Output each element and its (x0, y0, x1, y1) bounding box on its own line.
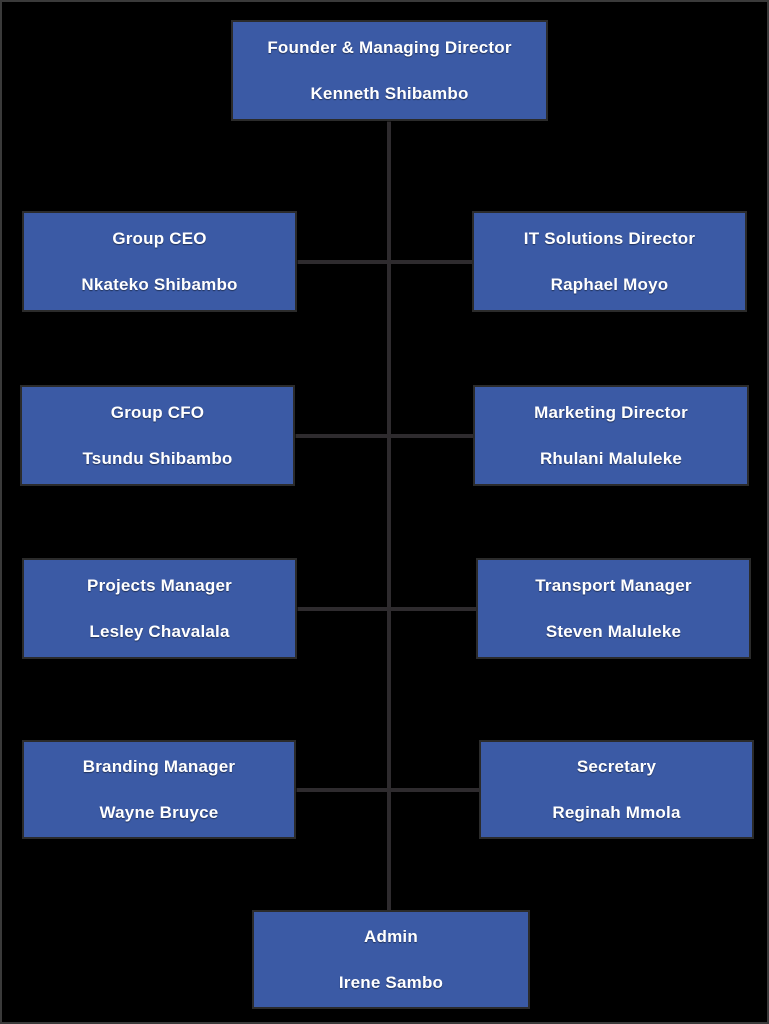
org-node-secretary-title: Secretary (576, 756, 657, 776)
org-node-projects-manager[interactable]: Projects Manager Lesley Chavalala (22, 558, 297, 659)
org-node-marketing-director[interactable]: Marketing Director Rhulani Maluleke (473, 385, 749, 486)
org-node-admin[interactable]: Admin Irene Sambo (252, 910, 530, 1009)
org-node-projects-manager-title: Projects Manager (87, 575, 232, 595)
org-node-branding-manager-title: Branding Manager (82, 756, 236, 776)
org-node-transport-manager-title: Transport Manager (535, 575, 692, 595)
connector-branch-projects-manager (297, 607, 389, 611)
org-node-group-ceo-title: Group CEO (112, 228, 207, 248)
org-node-group-cfo-title: Group CFO (110, 402, 205, 422)
org-node-marketing-director-title: Marketing Director (534, 402, 688, 422)
connector-branch-group-ceo (297, 260, 389, 264)
org-node-marketing-director-person: Rhulani Maluleke (539, 448, 683, 468)
connector-branch-transport-manager (389, 607, 478, 611)
org-node-group-ceo[interactable]: Group CEO Nkateko Shibambo (22, 211, 297, 312)
org-node-it-solutions-director[interactable]: IT Solutions Director Raphael Moyo (472, 211, 747, 312)
org-node-it-solutions-director-title: IT Solutions Director (523, 228, 696, 248)
org-node-founder[interactable]: Founder & Managing Director Kenneth Shib… (231, 20, 548, 121)
org-node-transport-manager-person: Steven Maluleke (545, 621, 682, 641)
org-node-group-cfo-person: Tsundu Shibambo (82, 448, 233, 468)
org-node-group-cfo[interactable]: Group CFO Tsundu Shibambo (20, 385, 295, 486)
org-node-branding-manager[interactable]: Branding Manager Wayne Bruyce (22, 740, 296, 839)
org-node-group-ceo-person: Nkateko Shibambo (81, 274, 238, 294)
org-node-secretary[interactable]: Secretary Reginah Mmola (479, 740, 754, 839)
org-node-founder-title: Founder & Managing Director (267, 37, 512, 57)
connector-branch-group-cfo (295, 434, 389, 438)
connector-branch-secretary (389, 788, 481, 792)
org-node-branding-manager-person: Wayne Bruyce (99, 802, 219, 822)
connector-branch-marketing-director (389, 434, 475, 438)
org-node-it-solutions-director-person: Raphael Moyo (550, 274, 669, 294)
org-node-founder-person: Kenneth Shibambo (310, 83, 469, 103)
connector-branch-it-director (389, 260, 474, 264)
org-node-admin-title: Admin (364, 926, 418, 946)
org-node-admin-person: Irene Sambo (338, 972, 444, 992)
org-node-transport-manager[interactable]: Transport Manager Steven Maluleke (476, 558, 751, 659)
org-node-secretary-person: Reginah Mmola (552, 802, 681, 822)
connector-trunk-main (387, 121, 391, 791)
connector-trunk-admin (387, 791, 391, 910)
connector-branch-branding-manager (296, 788, 389, 792)
org-node-projects-manager-person: Lesley Chavalala (89, 621, 230, 641)
